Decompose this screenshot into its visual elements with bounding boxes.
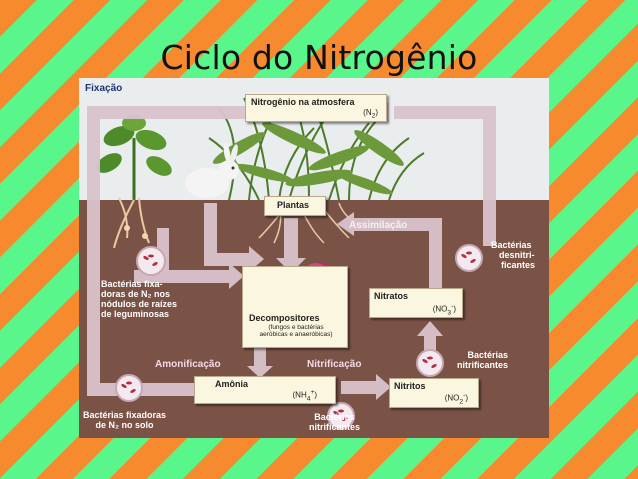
decomposers-box: Decompositores (fungos e bactérias aerób… [242,266,348,348]
n2-close: ) [375,108,378,117]
nitrogen-cycle-diagram: Nitrogênio na atmosfera (N2) Plantas Dec… [79,78,549,438]
decomposers-note: (fungos e bactérias aeróbicas e anaeróbi… [253,324,339,338]
nitrites-box: Nitritos (NO2-) [389,378,479,408]
plants-box: Plantas [264,196,326,216]
nitrates-label: Nitratos [374,291,408,301]
soil-bacteria-icon [116,375,142,401]
nitrifying-bottom-line-2: nitrificantes [309,422,360,432]
nh4-close: ) [314,391,317,400]
no2-close: ) [465,394,468,403]
nitrites-formula: (NO2-) [445,392,468,405]
nh4-sub: 4 [307,395,311,402]
nitrifying-right-line-1: Bactérias [457,350,508,360]
nitrifying-bacteria-right-icon [417,350,443,376]
plants-label: Plantas [277,200,309,210]
soil-bacteria-line-1: Bactérias fixadoras [83,410,166,420]
denitrifying-bacteria-label: Bactérias desnitri- ficantes [491,240,535,270]
decomposers-note-line-2: aeróbicas e anaeróbicas) [253,331,339,338]
legume-line-2: doras de N₂ nos [101,289,177,299]
no2-formula: (NO [445,394,460,403]
ammonia-label: Amônia [215,379,248,389]
nitrates-formula: (NO3-) [433,303,456,316]
no3-close: ) [453,305,456,314]
no3-formula: (NO [433,305,448,314]
fixation-label: Fixação [85,84,122,94]
atmosphere-nitrogen-box: Nitrogênio na atmosfera (N2) [245,94,387,122]
no3-sub: 3 [447,309,451,316]
denitrifying-line-2: desnitri- [491,250,535,260]
nitrates-box: Nitratos (NO3-) [369,288,463,318]
nitrifying-bacteria-right-label: Bactérias nitrificantes [457,350,508,370]
nitrifying-right-line-2: nitrificantes [457,360,508,370]
legume-line-4: de leguminosas [101,309,177,319]
nh4-formula: (NH [293,391,307,400]
legume-line-1: Bactérias fixa- [101,279,177,289]
denitrifying-bacteria-icon [456,245,482,271]
nitrifying-bottom-line-1: Bactérias [309,412,360,422]
nitrites-label: Nitritos [394,381,426,391]
denitrifying-line-3: ficantes [491,260,535,270]
decomposers-label: Decompositores [249,313,320,323]
atmosphere-formula: (N2) [363,108,378,120]
denitrifying-line-1: Bactérias [491,240,535,250]
slide-title: Ciclo do Nitrogênio [0,38,638,77]
ammonia-box: Amônia (NH4+) [194,376,336,404]
ammonification-label: Amonificação [155,360,221,370]
legume-bacteria-label: Bactérias fixa- doras de N₂ nos nódulos … [101,279,177,319]
nitrifying-bacteria-bottom-label: Bactérias nitrificantes [309,412,360,432]
no2-sub: 2 [459,398,463,405]
soil-bacteria-label: Bactérias fixadoras de N₂ no solo [83,410,166,430]
nitrification-label: Nitrificação [307,360,361,370]
atmosphere-nitrogen-label: Nitrogênio na atmosfera [251,97,355,107]
legume-bacteria-icon [137,247,165,275]
n2-formula: (N [363,108,371,117]
ammonia-formula: (NH4+) [293,389,317,402]
assimilation-label: Assimilação [349,221,407,231]
soil-bacteria-line-2: de N₂ no solo [83,420,166,430]
legume-line-3: nódulos de raízes [101,299,177,309]
decomposers-note-line-1: (fungos e bactérias [253,324,339,331]
